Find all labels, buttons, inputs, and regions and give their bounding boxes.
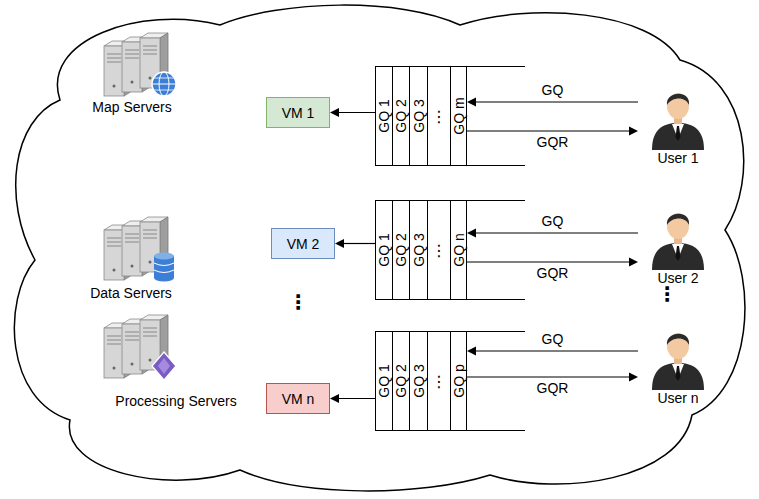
vm-box: VM 1 [266,97,330,128]
cloud-outline [14,5,745,491]
server-label: Map Servers [92,99,171,115]
user-icon [648,326,708,390]
user-node: User 2 [638,206,718,286]
queue-cell: GQ 3 [409,332,427,430]
edge-label: GQR [535,265,571,281]
queue-frame [375,67,525,431]
queue-item-label: GQ 3 [411,364,427,397]
arrow-connector [330,394,375,403]
user-node: User n [638,326,718,406]
queue-cell: GQ 1 [375,67,392,165]
queue-ellipsis: ⋮ [431,372,447,391]
ellipsis: ⋮ [288,290,308,314]
arrow-connector [467,347,638,356]
user-label: User 2 [638,270,718,286]
queue-cell: GQ p [450,332,467,430]
vm-box: VM n [266,383,330,414]
vm-label: VM 2 [287,236,320,252]
user-node: User 1 [638,86,718,166]
edge-label: GQR [535,380,571,396]
queue-item-label: GQ 3 [411,233,427,266]
queue-cell: GQ 2 [392,67,409,165]
queue-cell: ⋮ [427,332,450,430]
vm-label: VM 1 [282,105,315,121]
queue-item-label: GQ p [451,364,467,397]
vm-label: VM n [282,391,315,407]
queue-item-label: GQ 1 [376,233,392,266]
arrow-connector [467,229,638,238]
queue-ellipsis: ⋮ [431,107,447,126]
edge-label: GQ [540,331,566,347]
queue-item-label: GQ 1 [376,364,392,397]
vm-box: VM 2 [271,228,335,259]
processing-server-icon [104,315,176,380]
server-label: Data Servers [90,285,172,301]
ellipsis: ⋮ [657,282,677,306]
user-icon [648,86,708,150]
queue-cell: GQ 2 [392,332,409,430]
user-label: User 1 [638,150,718,166]
queue-ellipsis: ⋮ [431,241,447,260]
queue-cell: ⋮ [427,201,450,299]
queue-item-label: GQ n [451,233,467,266]
arrow-connector [467,98,638,107]
data-server-icon [104,217,174,282]
edge-label: GQR [535,134,571,150]
queue-item-label: GQ 1 [376,99,392,132]
map-server-icon [104,33,176,96]
queue-item-label: GQ 2 [393,99,409,132]
queue-cell: GQ n [450,201,467,299]
queue-cell: GQ m [450,67,467,165]
user-label: User n [638,390,718,406]
queue-cell: GQ 3 [409,67,427,165]
queue-item-label: GQ 2 [393,364,409,397]
queue-cell: GQ 1 [375,201,392,299]
queue-item-label: GQ 2 [393,233,409,266]
arrow-connector [330,108,375,117]
server-label: Processing Servers [115,393,236,409]
queue-cell: GQ 1 [375,332,392,430]
queue-cell: GQ 3 [409,201,427,299]
queue-item-label: GQ m [451,97,467,134]
edge-label: GQ [540,213,566,229]
user-icon [648,206,708,270]
edge-label: GQ [540,82,566,98]
queue-item-label: GQ 3 [411,99,427,132]
queue-cell: GQ 2 [392,201,409,299]
arrow-connector [335,239,375,248]
queue-cell: ⋮ [427,67,450,165]
